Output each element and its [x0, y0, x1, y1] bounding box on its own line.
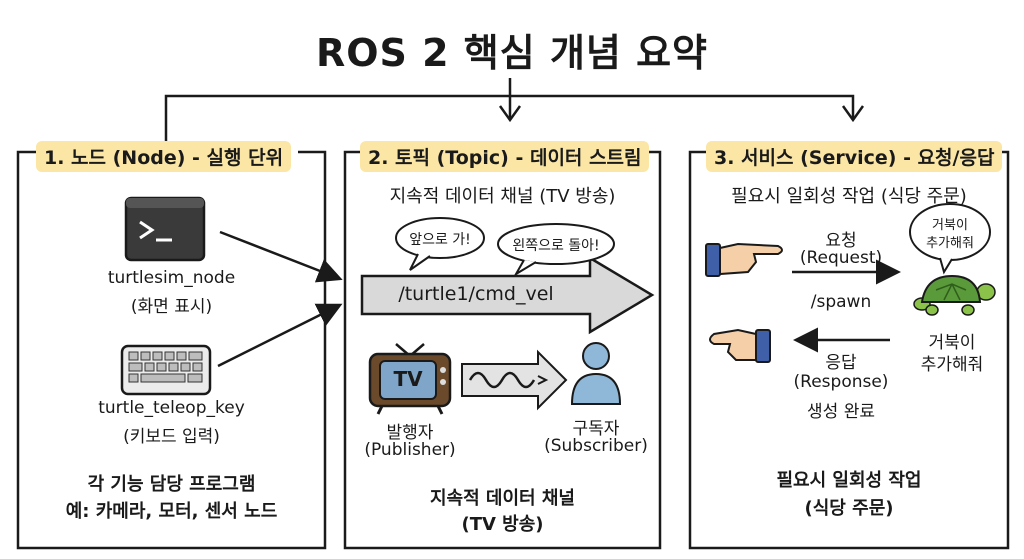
node-caption-2: 예: 카메라, 모터, 센서 노드 — [65, 501, 278, 522]
bubble-add-turtle — [909, 203, 991, 275]
request-label-2: (Request) — [799, 248, 883, 268]
terminal-desc: (화면 표시) — [130, 297, 213, 317]
topic-caption-1: 지속적 데이터 채널 — [429, 488, 575, 509]
title-connector — [164, 78, 865, 150]
subscriber-person-icon — [570, 342, 622, 405]
bubble-turn-left — [497, 223, 615, 277]
bubble-go-forward-text: 앞으로 가! — [409, 232, 471, 248]
service-header: 3. 서비스 (Service) - 요청/응답 — [706, 141, 1003, 172]
topic-header: 2. 토픽 (Topic) - 데이터 스트림 — [360, 141, 650, 172]
tv-icon — [368, 343, 452, 415]
topic-subtitle: 지속적 데이터 채널 (TV 방송) — [389, 186, 616, 207]
page-title: ROS 2 핵심 개념 요약 — [315, 31, 709, 75]
keyboard-name: turtle_teleop_key — [98, 398, 245, 418]
topic-pipe-label: /turtle1/cmd_vel — [398, 283, 554, 305]
response-label-1: 응답 — [825, 353, 857, 373]
tv-label: TV — [393, 367, 423, 391]
service-bubble-text-2: 추가해줘 — [926, 236, 974, 251]
publisher-label-2: (Publisher) — [364, 440, 456, 460]
bubble-turn-left-text: 왼쪽으로 돌아! — [512, 238, 600, 254]
keyboard-icon — [120, 344, 212, 396]
topic-pipe-arrow — [360, 255, 655, 335]
publisher-label-1: 발행자 — [386, 423, 434, 443]
panel-topic-frame — [343, 150, 662, 550]
service-caption-1: 필요시 일회성 작업 — [776, 470, 922, 491]
terminal-icon — [124, 196, 206, 262]
node-caption-1: 각 기능 담당 프로그램 — [87, 474, 256, 495]
pointing-hand-right-icon — [705, 242, 783, 277]
wave-arrow — [461, 349, 568, 411]
response-label-3: 생성 완료 — [807, 402, 875, 422]
service-bubble-text-1: 거북이 — [932, 218, 968, 233]
turtle-label-1: 거북이 — [928, 333, 976, 353]
spawn-label: /spawn — [810, 292, 872, 312]
keyboard-desc: (키보드 입력) — [123, 427, 220, 447]
turtle-label-2: 추가해줘 — [920, 355, 984, 375]
bubble-go-forward — [395, 217, 485, 271]
request-label-1: 요청 — [825, 231, 857, 251]
pointing-hand-left-icon — [709, 328, 771, 363]
service-caption-2: (식당 주문) — [804, 498, 894, 519]
subscriber-label-2: (Subscriber) — [544, 436, 648, 456]
panel-node-frame — [16, 150, 327, 550]
terminal-name: turtlesim_node — [107, 268, 236, 288]
subscriber-label-1: 구독자 — [572, 419, 620, 439]
topic-caption-2: (TV 방송) — [461, 514, 544, 535]
turtle-icon — [913, 274, 996, 316]
panel-service-frame — [688, 150, 1010, 550]
node-header: 1. 노드 (Node) - 실행 단위 — [36, 141, 292, 172]
node-to-topic-arrows — [217, 230, 343, 368]
service-subtitle: 필요시 일회성 작업 (식당 주문) — [731, 186, 967, 207]
response-label-2: (Response) — [793, 372, 889, 392]
